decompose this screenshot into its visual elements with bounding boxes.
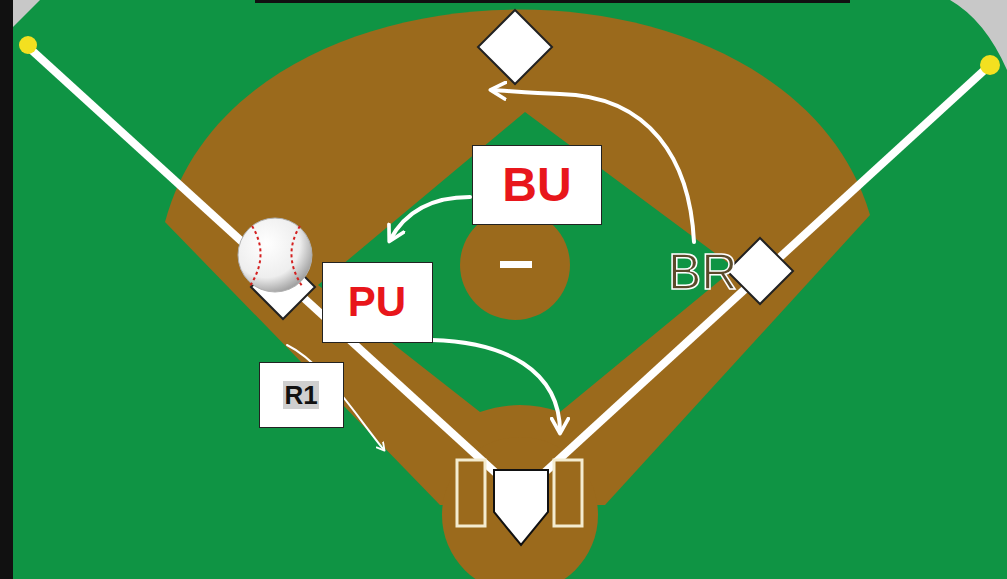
pitchers-mound [460, 210, 570, 320]
baseball [238, 218, 312, 292]
frame-edge [0, 0, 13, 579]
umpire-arrow [390, 197, 470, 240]
home-dirt [442, 437, 598, 579]
home-plate [494, 470, 548, 545]
frame-line [255, 0, 850, 3]
node-text: R1 [283, 381, 318, 410]
runner-label: BR [668, 247, 737, 297]
umpire-box: BU [472, 145, 602, 225]
foul-pole [980, 55, 1000, 75]
infield-dirt [165, 10, 870, 505]
foul-pole [19, 36, 37, 54]
umpire-box: PU [322, 262, 433, 343]
stands [950, 0, 1007, 70]
second-base [478, 10, 552, 84]
node-text: BU [502, 159, 571, 212]
foul-line [26, 45, 520, 495]
batters-box [554, 460, 582, 526]
foul-line [520, 65, 990, 495]
node-text: PU [348, 279, 406, 325]
batters-box [457, 460, 485, 526]
runner-box: R1 [259, 362, 344, 428]
umpire-arrow [432, 340, 560, 432]
pitchers-rubber [500, 261, 532, 268]
